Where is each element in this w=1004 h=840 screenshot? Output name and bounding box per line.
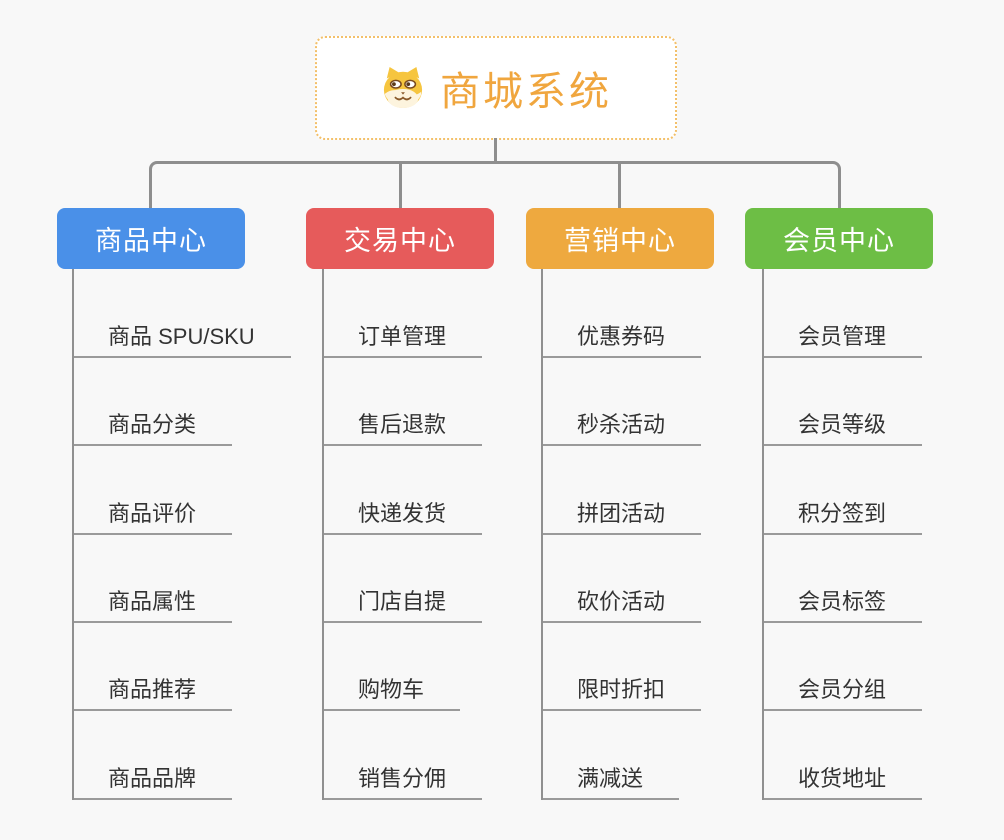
subtopic[interactable]: 售后退款	[324, 404, 483, 446]
subtopic[interactable]: 收货地址	[764, 758, 923, 800]
root-topic[interactable]: 商城系统	[315, 36, 677, 140]
subtopic[interactable]: 优惠券码	[543, 316, 702, 358]
branch-children-column-trade: 订单管理 售后退款 快递发货 门店自提 购物车 销售分佣	[322, 269, 554, 800]
branch-topic-product-center[interactable]: 商品中心	[57, 208, 245, 269]
connector-drop-branch2	[399, 161, 402, 208]
subtopic[interactable]: 限时折扣	[543, 669, 702, 711]
subtopic[interactable]: 购物车	[324, 669, 461, 711]
subtopic[interactable]: 会员等级	[764, 404, 923, 446]
connector-drop-branch3	[618, 161, 621, 208]
subtopic[interactable]: 订单管理	[324, 316, 483, 358]
shiba-dog-face-icon	[383, 67, 423, 109]
subtopic[interactable]: 商品品牌	[74, 758, 233, 800]
subtopic[interactable]: 快递发货	[324, 493, 483, 535]
subtopic[interactable]: 砍价活动	[543, 581, 702, 623]
subtopic[interactable]: 秒杀活动	[543, 404, 702, 446]
connector-root-stem	[494, 138, 497, 162]
subtopic[interactable]: 商品评价	[74, 493, 233, 535]
subtopic[interactable]: 商品属性	[74, 581, 233, 623]
branch-topic-marketing-center[interactable]: 营销中心	[526, 208, 714, 269]
branch-children-column-member: 会员管理 会员等级 积分签到 会员标签 会员分组 收货地址	[762, 269, 994, 800]
branch-children-column-product: 商品 SPU/SKU 商品分类 商品评价 商品属性 商品推荐 商品品牌	[72, 269, 304, 800]
subtopic[interactable]: 拼团活动	[543, 493, 702, 535]
subtopic[interactable]: 积分签到	[764, 493, 923, 535]
subtopic[interactable]: 商品 SPU/SKU	[74, 316, 291, 358]
subtopic[interactable]: 商品推荐	[74, 669, 233, 711]
subtopic[interactable]: 商品分类	[74, 404, 233, 446]
connector-bracket	[149, 161, 841, 208]
subtopic[interactable]: 会员管理	[764, 316, 923, 358]
root-topic-label: 商城系统	[440, 70, 612, 114]
subtopic[interactable]: 会员分组	[764, 669, 923, 711]
subtopic[interactable]: 满减送	[543, 758, 680, 800]
branch-children-column-marketing: 优惠券码 秒杀活动 拼团活动 砍价活动 限时折扣 满减送	[541, 269, 773, 800]
subtopic[interactable]: 销售分佣	[324, 758, 483, 800]
branch-topic-member-center[interactable]: 会员中心	[745, 208, 933, 269]
subtopic[interactable]: 会员标签	[764, 581, 923, 623]
branch-topic-trade-center[interactable]: 交易中心	[306, 208, 494, 269]
subtopic[interactable]: 门店自提	[324, 581, 483, 623]
